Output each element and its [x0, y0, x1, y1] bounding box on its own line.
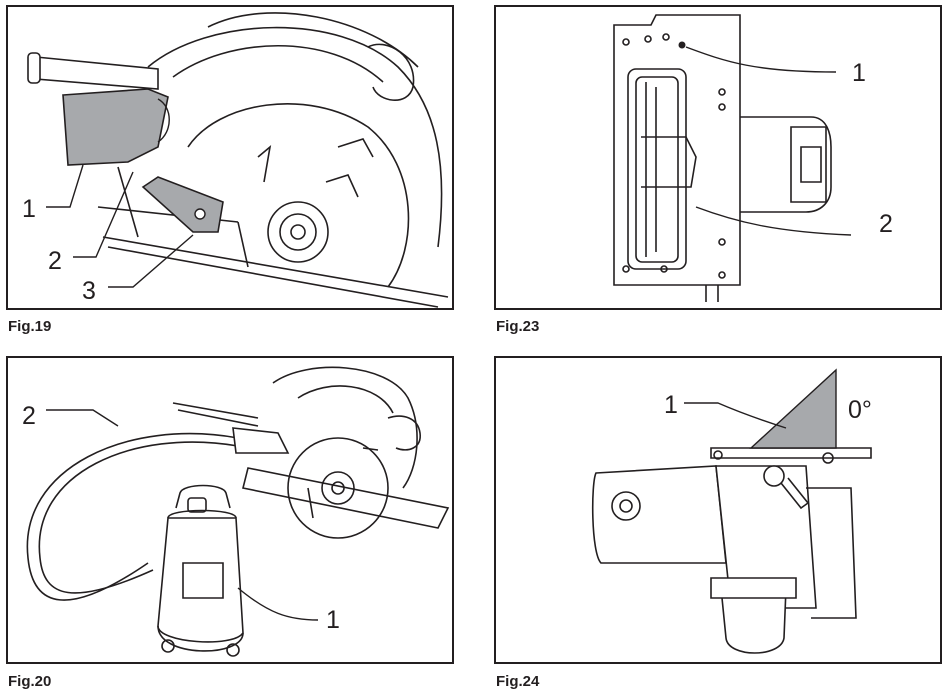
base-plate-line-art	[613, 14, 832, 302]
callout-2: 2	[879, 210, 893, 238]
callout-1: 1	[22, 195, 36, 223]
vacuum-and-saw-line-art	[26, 366, 450, 657]
saw-side-line-art	[591, 447, 872, 654]
callout-1: 1	[664, 391, 678, 419]
dust-nozzle-part	[62, 88, 169, 166]
angle-label: 0°	[848, 396, 872, 424]
figure-24-illustration: 1 0°	[591, 368, 872, 654]
callout-2: 2	[22, 402, 36, 430]
callout-3: 3	[82, 277, 96, 305]
callout-1: 1	[326, 606, 340, 634]
triangle-square-part	[749, 368, 837, 449]
figure-20-illustration: 2 1	[22, 366, 450, 657]
figure-23-illustration: 1 2	[613, 14, 893, 302]
callout-2: 2	[48, 247, 62, 275]
hole-marker	[678, 41, 686, 49]
figure-19-caption: Fig.19	[8, 318, 52, 335]
figure-19-illustration: 1 2 3	[22, 12, 449, 308]
figure-24-caption: Fig.24	[496, 673, 540, 690]
figure-24-panel: 1 0°	[494, 356, 942, 664]
figure-20-caption: Fig.20	[8, 673, 52, 690]
figure-23-caption: Fig.23	[496, 318, 540, 335]
figure-23-panel: 1 2	[494, 5, 942, 310]
figure-19-panel: 1 2 3	[6, 5, 454, 310]
figure-20-panel: 2 1	[6, 356, 454, 664]
lever-part	[141, 176, 224, 233]
callout-1: 1	[852, 59, 866, 87]
